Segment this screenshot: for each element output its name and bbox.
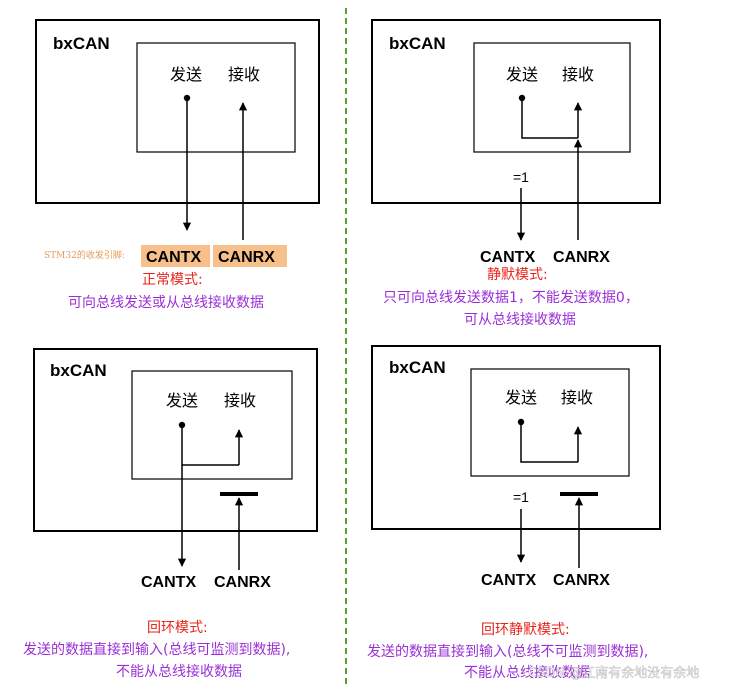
loopback-line — [520, 422, 578, 463]
mode-title: 回环静默模式: — [481, 622, 570, 638]
bxcan-inner-box — [136, 42, 296, 153]
pin-note: STM32的收发引脚: — [44, 249, 125, 261]
canrx-pin: CANRX — [218, 249, 275, 266]
bxcan-outer-box — [35, 19, 320, 204]
rx-label: 接收 — [561, 388, 593, 407]
loopback-line — [181, 425, 239, 466]
mode-desc-line-1: 发送的数据直接到输入(总线不可监测到数据), — [367, 643, 648, 660]
mode-desc-line-2: 不能从总线接收数据 — [116, 663, 242, 680]
cantx-pin: CANTX — [141, 574, 196, 591]
canrx-pin: CANRX — [553, 572, 610, 589]
cantx-pin: CANTX — [480, 249, 535, 266]
mode-title: 静默模式: — [487, 267, 548, 283]
panel-loopback-silent-mode: bxCAN 发送 接收 =1 CANTX CANRX 回环静默模式: 发送的数据… — [367, 345, 661, 681]
rx-label: 接收 — [562, 65, 594, 84]
panel-loopback-mode: bxCAN 发送 接收 CANTX CANRX 回环模式: 发送的数据直接到输入… — [23, 348, 318, 680]
rx-label: 接收 — [224, 391, 256, 410]
cantx-pin: CANTX — [481, 572, 536, 589]
bxcan-inner-box — [473, 42, 631, 153]
bxcan-inner-box — [131, 370, 293, 480]
canrx-pin: CANRX — [553, 249, 610, 266]
loopback-line — [521, 98, 578, 139]
mode-desc-line-1: 发送的数据直接到输入(总线可监测到数据), — [23, 641, 290, 658]
watermark-text: CSDN @江南有余地没有余地 — [528, 665, 699, 681]
rx-label: 接收 — [228, 65, 260, 84]
cantx-pin: CANTX — [146, 249, 201, 266]
bxcan-label: bxCAN — [53, 34, 110, 53]
mode-desc-line-1: 只可向总线发送数据1，不能发送数据0， — [383, 290, 639, 306]
recessive-level-label: =1 — [513, 489, 529, 505]
panel-silent-mode: bxCAN 发送 接收 =1 CANTX CANRX 静默模式: 只可向总线发送… — [371, 19, 661, 328]
tx-label: 发送 — [506, 65, 538, 84]
canrx-pin: CANRX — [214, 574, 271, 591]
mode-desc-line-2: 不能从总线接收数据 — [464, 664, 590, 681]
mode-desc-line-1: 可向总线发送或从总线接收数据 — [68, 294, 264, 311]
bxcan-outer-box — [371, 19, 661, 204]
bxcan-label: bxCAN — [389, 34, 446, 53]
bxcan-label: bxCAN — [50, 361, 107, 380]
recessive-level-label: =1 — [513, 169, 529, 185]
tx-label: 发送 — [505, 388, 537, 407]
mode-desc-line-2: 可从总线接收数据 — [464, 311, 576, 328]
bxcan-inner-box — [470, 368, 630, 477]
mode-title: 回环模式: — [147, 620, 208, 636]
bxcan-label: bxCAN — [389, 358, 446, 377]
bxcan-outer-box — [33, 348, 318, 532]
panel-normal-mode: bxCAN 发送 接收 STM32的收发引脚: CANTX CANRX 正常模式… — [35, 19, 320, 311]
mode-title: 正常模式: — [142, 272, 203, 288]
tx-label: 发送 — [170, 65, 202, 84]
bxcan-outer-box — [371, 345, 661, 530]
cantx-highlight — [141, 245, 210, 267]
tx-label: 发送 — [166, 391, 198, 410]
canrx-highlight — [213, 245, 287, 267]
